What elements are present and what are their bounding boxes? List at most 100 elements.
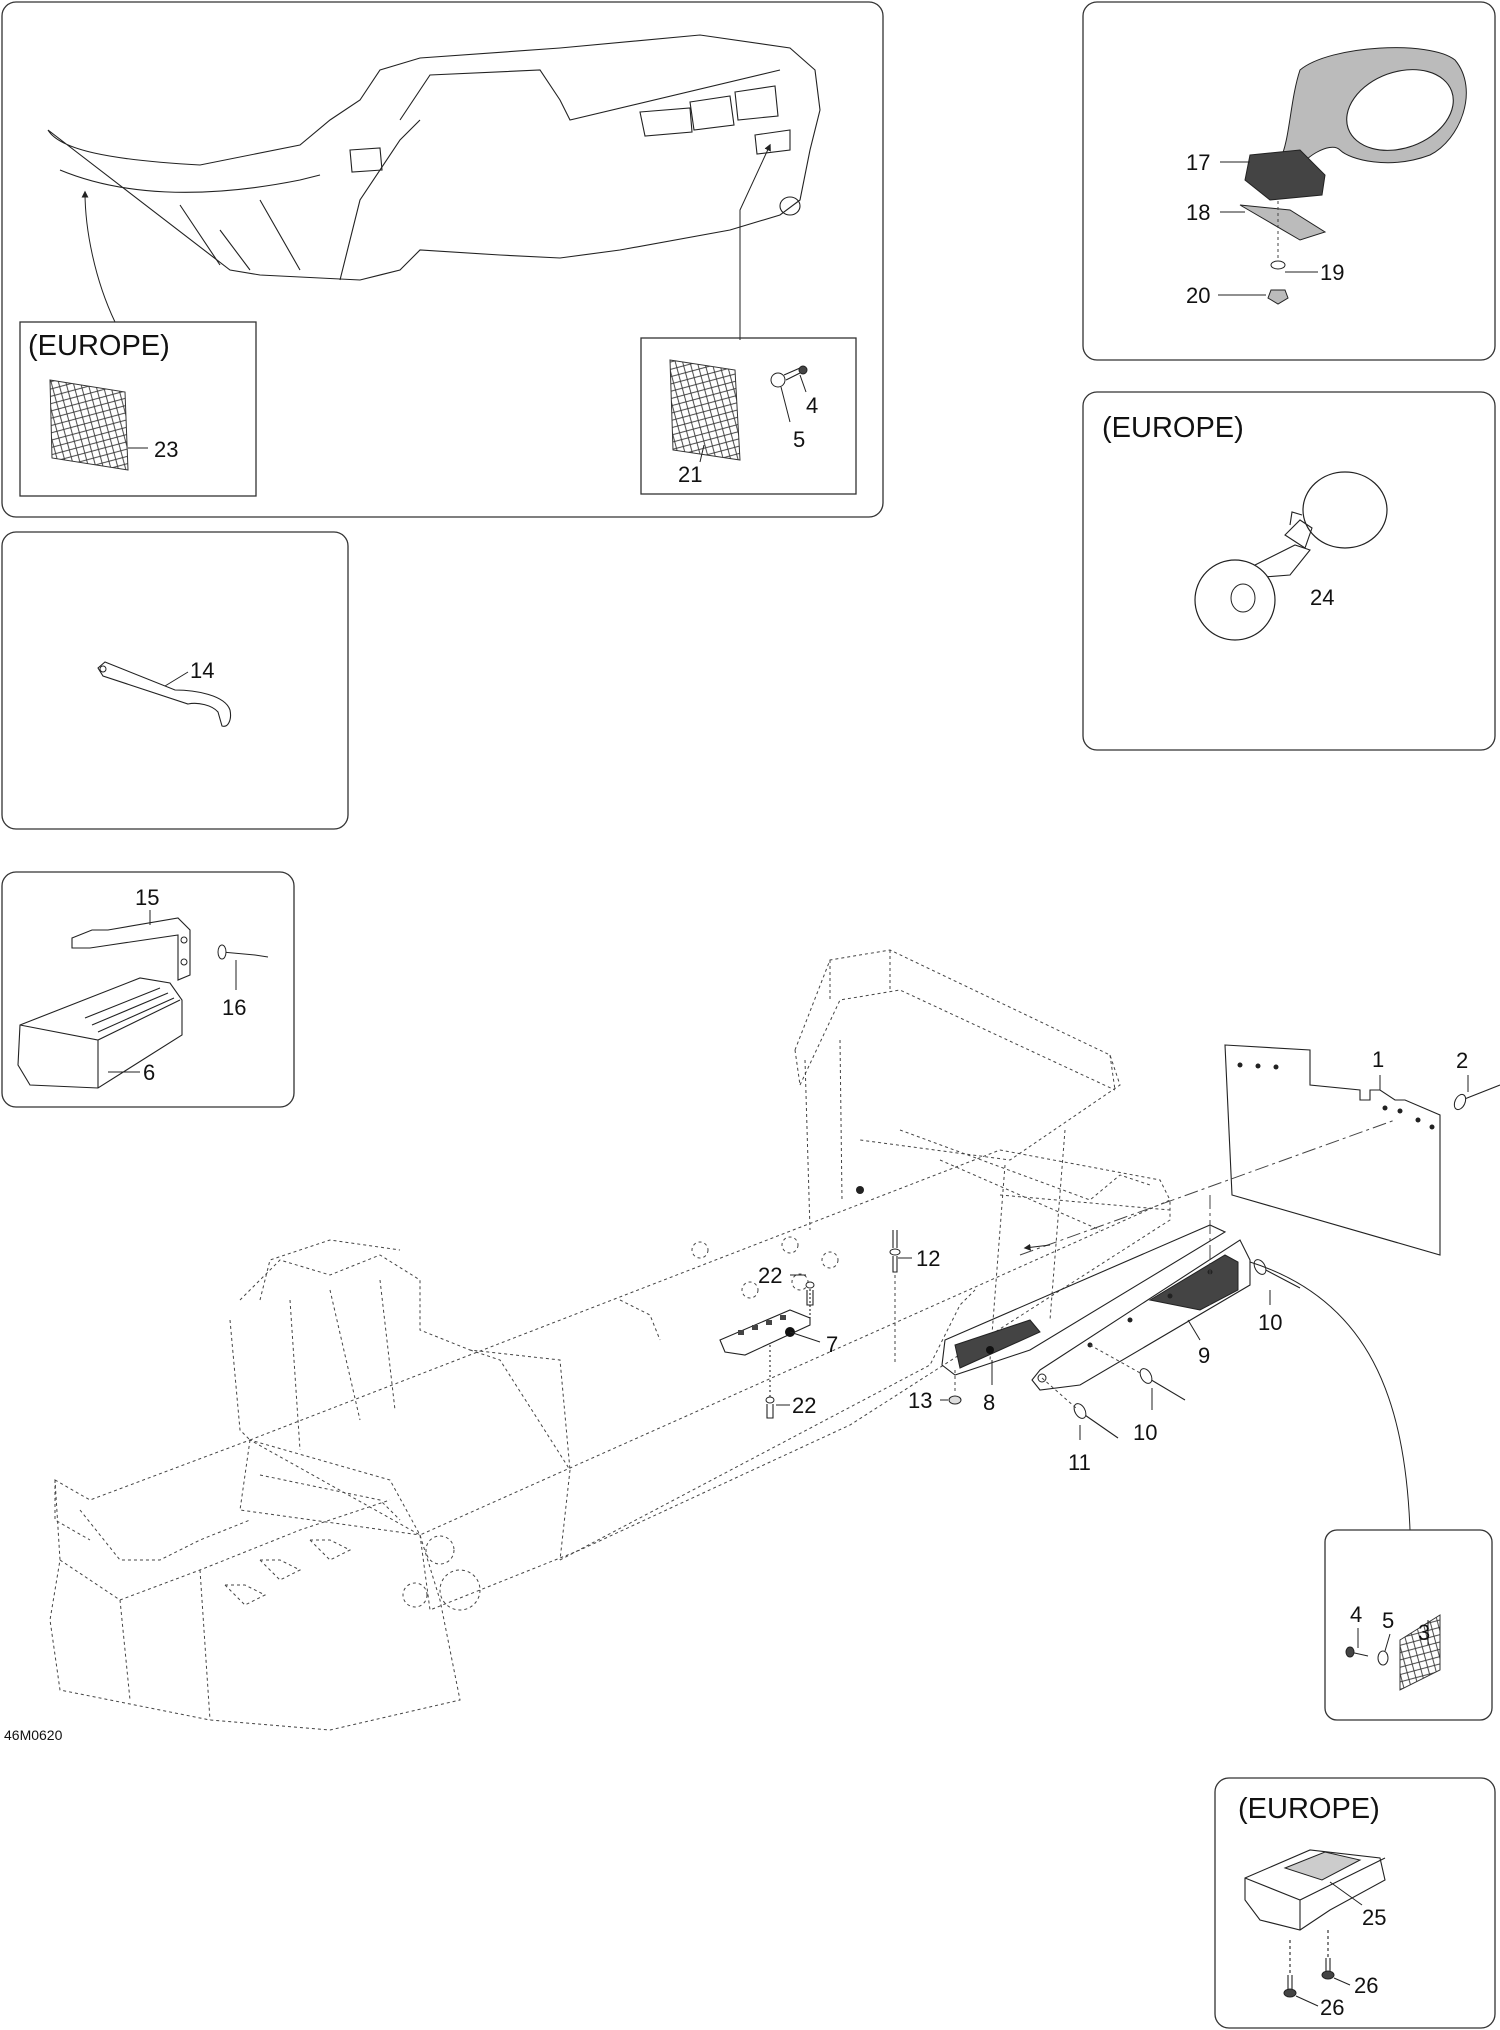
callout-19: 19 [1320,260,1344,285]
callout-4-bottom: 4 [1350,1602,1362,1627]
step-plate-7 [719,1309,811,1356]
washer-5-top [770,372,786,388]
centerline-flap [1019,1119,1396,1256]
callout-24: 24 [1310,585,1334,610]
callout-22-upper: 22 [758,1263,782,1288]
callout-4-top: 4 [806,393,818,418]
reference-code: 46M0620 [4,1727,63,1743]
panel-cover-25: (EUROPE) 25 26 26 [1214,1777,1496,2029]
callout-6: 6 [143,1060,155,1085]
panel-reflector-3: 4 5 3 [1324,1529,1493,1721]
screw-4-top [783,367,801,381]
callout-10-lower: 10 [1133,1420,1157,1445]
rear-bumper-drawing [47,34,821,281]
callout-23: 23 [154,437,178,462]
leader-23 [81,190,116,323]
cover-25 [1244,1849,1386,1931]
leader-line-5-top [780,386,791,423]
callout-25: 25 [1362,1905,1386,1930]
callout-1: 1 [1372,1047,1384,1072]
rivet-10-lower [1089,1344,1186,1401]
panel-bag-frame [1,871,295,1108]
callout-5-bottom: 5 [1382,1608,1394,1633]
callout-12: 12 [916,1246,940,1271]
panel-mirror: 17 18 19 20 [1082,1,1496,361]
europe-label-1: (EUROPE) [28,330,170,362]
rivet-22-lower [765,1345,775,1419]
rivet-2 [1453,1084,1500,1111]
callout-10-upper: 10 [1258,1310,1282,1335]
arrow-rear [1023,1243,1051,1251]
rivet-22-upper [805,1281,815,1318]
callout-5-top: 5 [793,427,805,452]
leader-21 [739,143,771,340]
leader-line-4-top [799,374,807,393]
rivet-12 [889,1230,901,1365]
screw-26-b [1283,1940,1297,1998]
panel-cover-25-frame [1214,1777,1496,2029]
rivet-16 [217,944,269,960]
callout-26-a: 26 [1354,1973,1378,1998]
mirror-bracket-17 [1244,149,1326,201]
screw-4-top-head [798,365,808,375]
screw-26-a [1321,1930,1335,1980]
mud-flap-1 [1224,1044,1441,1256]
leader-line-9 [1187,1319,1201,1341]
nut-20 [1267,289,1289,305]
horn-24 [1194,471,1388,641]
reflector-21 [669,359,741,461]
panel-rear-bumper: (EUROPE) 23 4 5 21 [1,1,884,518]
panel-wrench: 14 [1,531,349,830]
callout-16: 16 [222,995,246,1020]
wrench-14 [97,661,232,727]
washer-13 [948,1370,962,1405]
callout-18: 18 [1186,200,1210,225]
reflector-23 [49,379,129,471]
panel-horn-frame [1082,391,1496,751]
callout-13: 13 [908,1388,932,1413]
leader-to-reflector-3 [1249,1261,1411,1531]
panel-reflector-3-frame [1324,1529,1493,1721]
callout-15: 15 [135,885,159,910]
callout-22-lower: 22 [792,1393,816,1418]
panel-bag: 15 16 6 [1,871,295,1108]
panel-mirror-frame [1082,1,1496,361]
reflector-3 [1399,1614,1441,1691]
callout-8: 8 [983,1390,995,1415]
washer-5-bottom [1377,1650,1389,1666]
leader-line-25 [1329,1881,1363,1906]
callout-3: 3 [1418,1620,1430,1645]
washer-19 [1270,260,1286,270]
leader-line-7 [789,1331,821,1343]
europe-label-2: (EUROPE) [1102,412,1244,444]
leader-line-26-a [1333,1977,1351,1986]
panel-wrench-frame [1,531,349,830]
bag-6 [17,977,183,1089]
callout-2: 2 [1456,1048,1468,1073]
callout-17: 17 [1186,150,1210,175]
panel-horn: (EUROPE) 24 [1082,391,1496,751]
callout-20: 20 [1186,283,1210,308]
side-panel-9 [1031,1239,1251,1391]
callout-21: 21 [678,462,702,487]
europe-label-3: (EUROPE) [1238,1793,1380,1825]
leader-line-26-b [1295,1995,1319,2007]
rivet-11 [1041,1377,1119,1439]
subbox-reflector-21 [640,337,857,495]
mirror-plate-18 [1239,204,1327,241]
chassis-frame [49,949,1171,1731]
panel-rear-bumper-frame [1,1,884,518]
callout-7: 7 [826,1332,838,1357]
callout-14: 14 [190,658,214,683]
leader-line-21 [699,444,705,463]
rivet-10-upper [1253,1259,1301,1289]
callout-11: 11 [1068,1450,1091,1475]
bracket-15 [71,917,191,981]
leader-line-14 [164,671,189,687]
subbox-europe-reflector-23 [19,321,257,497]
callout-26-b: 26 [1320,1995,1344,2020]
mirror-assembly [1239,47,1467,305]
screw-4-bottom [1345,1646,1369,1658]
leader-line-5-bottom [1384,1633,1391,1652]
